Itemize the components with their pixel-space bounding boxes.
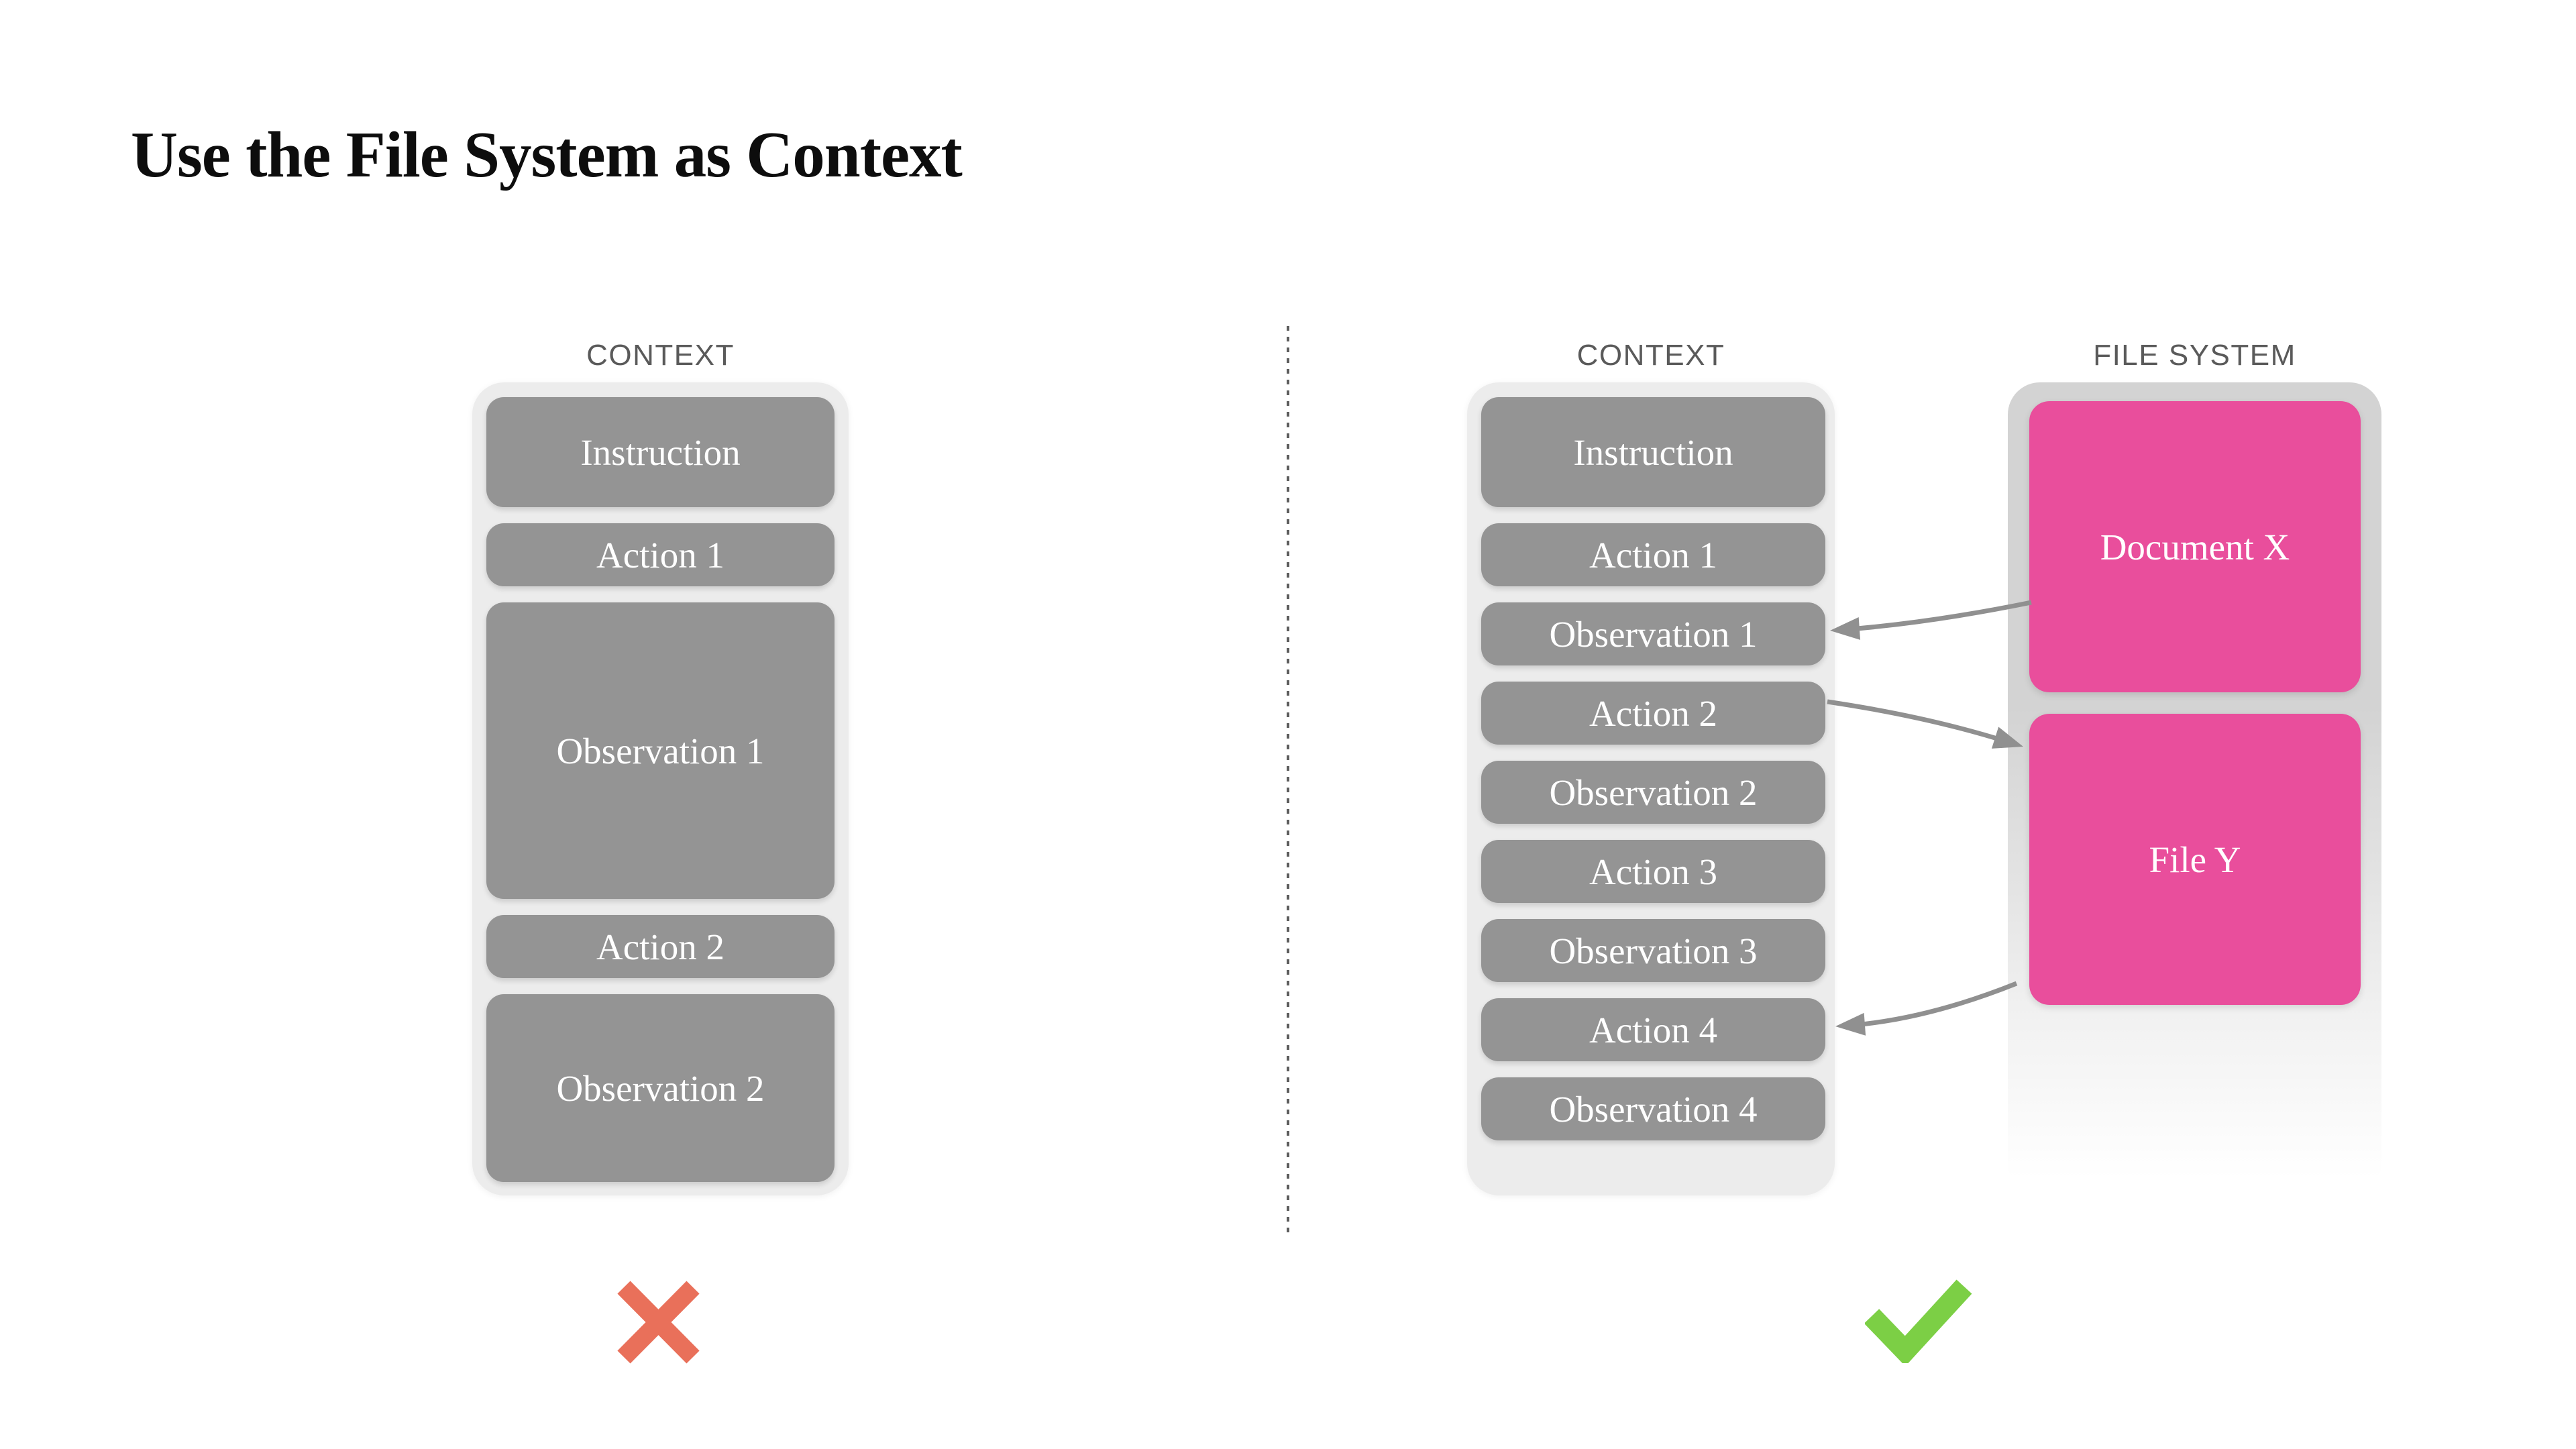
left-instruction-box: Instruction [486, 397, 835, 507]
right-context-column-label: CONTEXT [1576, 339, 1725, 372]
right-action-3-box: Action 3 [1481, 840, 1825, 903]
vertical-dotted-divider [1287, 326, 1289, 1238]
right-context-panel: Instruction Action 1 Observation 1 Actio… [1467, 382, 1835, 1195]
right-observation-3-box: Observation 3 [1481, 919, 1825, 982]
right-instruction-box: Instruction [1481, 397, 1825, 507]
document-x-box: Document X [2029, 401, 2361, 692]
left-observation-2-box: Observation 2 [486, 994, 835, 1182]
right-observation-4-box: Observation 4 [1481, 1077, 1825, 1140]
left-context-panel: Instruction Action 1 Observation 1 Actio… [472, 382, 849, 1195]
left-context-column-label: CONTEXT [586, 339, 735, 372]
file-system-column-label: FILE SYSTEM [2093, 339, 2296, 372]
left-action-1-box: Action 1 [486, 523, 835, 586]
check-icon [1865, 1279, 1972, 1363]
left-observation-1-box: Observation 1 [486, 602, 835, 899]
right-action-4-box: Action 4 [1481, 998, 1825, 1061]
arrow-action-2-to-file-y [1827, 699, 2023, 749]
left-action-2-box: Action 2 [486, 915, 835, 978]
file-y-box: File Y [2029, 714, 2361, 1005]
right-observation-1-box: Observation 1 [1481, 602, 1825, 665]
cross-icon [617, 1281, 700, 1364]
page-title: Use the File System as Context [131, 119, 963, 191]
arrow-document-x-to-observation-1 [1830, 600, 2032, 640]
arrow-file-y-to-action-4 [1835, 981, 2018, 1036]
right-action-1-box: Action 1 [1481, 523, 1825, 586]
file-system-panel: Document X File Y [2008, 382, 2381, 1195]
right-observation-2-box: Observation 2 [1481, 761, 1825, 824]
right-action-2-box: Action 2 [1481, 682, 1825, 745]
